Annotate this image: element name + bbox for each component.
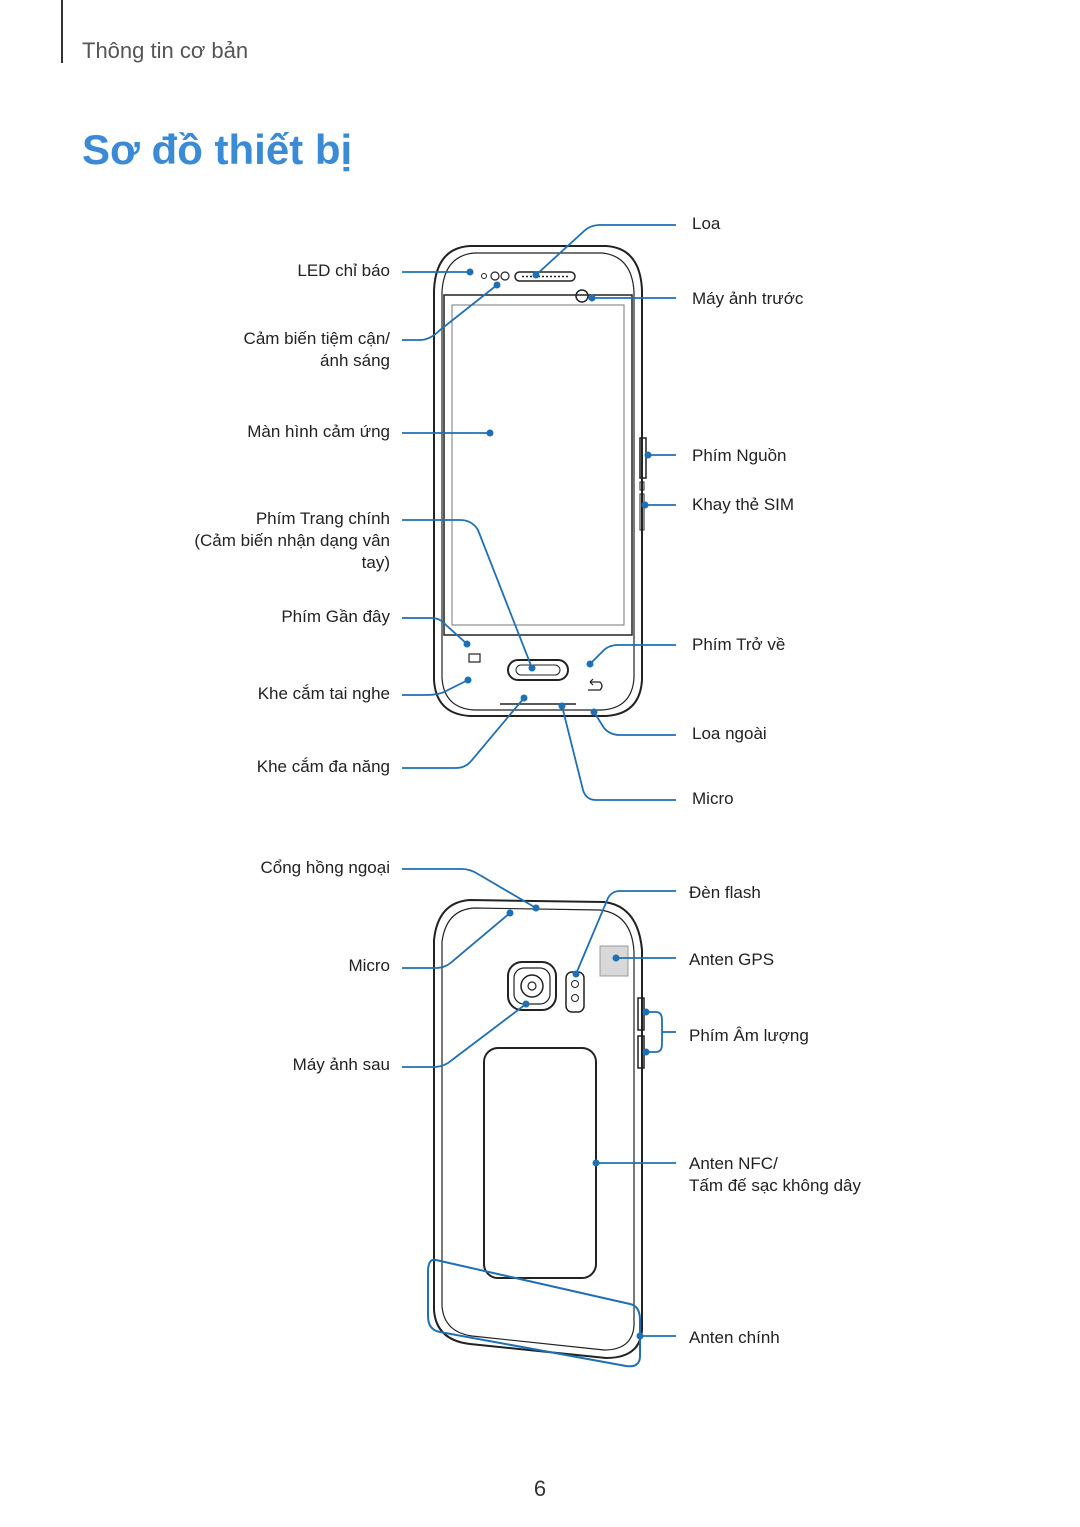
label-speaker: Loa [692, 214, 721, 233]
label-loudspeaker: Loa ngoài [692, 724, 767, 743]
label-back-key: Phím Trở về [692, 635, 786, 654]
callouts-front [402, 224, 676, 801]
label-rear-camera: Máy ảnh sau [292, 1055, 390, 1074]
label-home-2: (Cảm biến nhận dạng vân [194, 531, 390, 550]
page-title: Sơ đồ thiết bị [82, 126, 353, 173]
label-flash: Đèn flash [689, 883, 761, 902]
header-rule [61, 0, 63, 63]
label-ir: Cổng hồng ngoại [260, 858, 390, 877]
label-nfc-2: Tấm đế sạc không dây [689, 1176, 861, 1195]
front-phone [433, 245, 647, 717]
label-touchscreen: Màn hình cảm ứng [247, 422, 390, 441]
label-volume: Phím Âm lượng [689, 1026, 809, 1045]
label-sim: Khay thẻ SIM [692, 495, 795, 514]
callout-dots-front [463, 268, 652, 716]
label-led: LED chỉ báo [297, 261, 390, 280]
label-proximity-1: Cảm biến tiệm cận/ [243, 329, 390, 348]
page-number: 6 [533, 1476, 547, 1501]
section-title: Thông tin cơ bản [82, 38, 249, 63]
label-gps: Anten GPS [689, 950, 775, 969]
label-headset: Khe cắm tai nghe [257, 684, 390, 703]
label-home-1: Phím Trang chính [255, 509, 390, 528]
main-antenna-outline [427, 1258, 641, 1368]
label-recent: Phím Gần đây [281, 607, 390, 626]
label-multipurpose: Khe cắm đa năng [256, 757, 390, 776]
label-front-camera: Máy ảnh trước [692, 289, 804, 308]
label-home-3: tay) [361, 553, 390, 572]
label-main-antenna: Anten chính [689, 1328, 780, 1347]
label-nfc-1: Anten NFC/ [689, 1154, 778, 1173]
label-mic-front: Micro [692, 789, 734, 808]
callout-dots-back [506, 904, 650, 1340]
label-power: Phím Nguồn [692, 446, 787, 465]
label-mic-back: Micro [348, 956, 390, 975]
label-proximity-2: ánh sáng [320, 351, 390, 370]
callouts-back [402, 868, 676, 1337]
back-phone [433, 898, 645, 1360]
